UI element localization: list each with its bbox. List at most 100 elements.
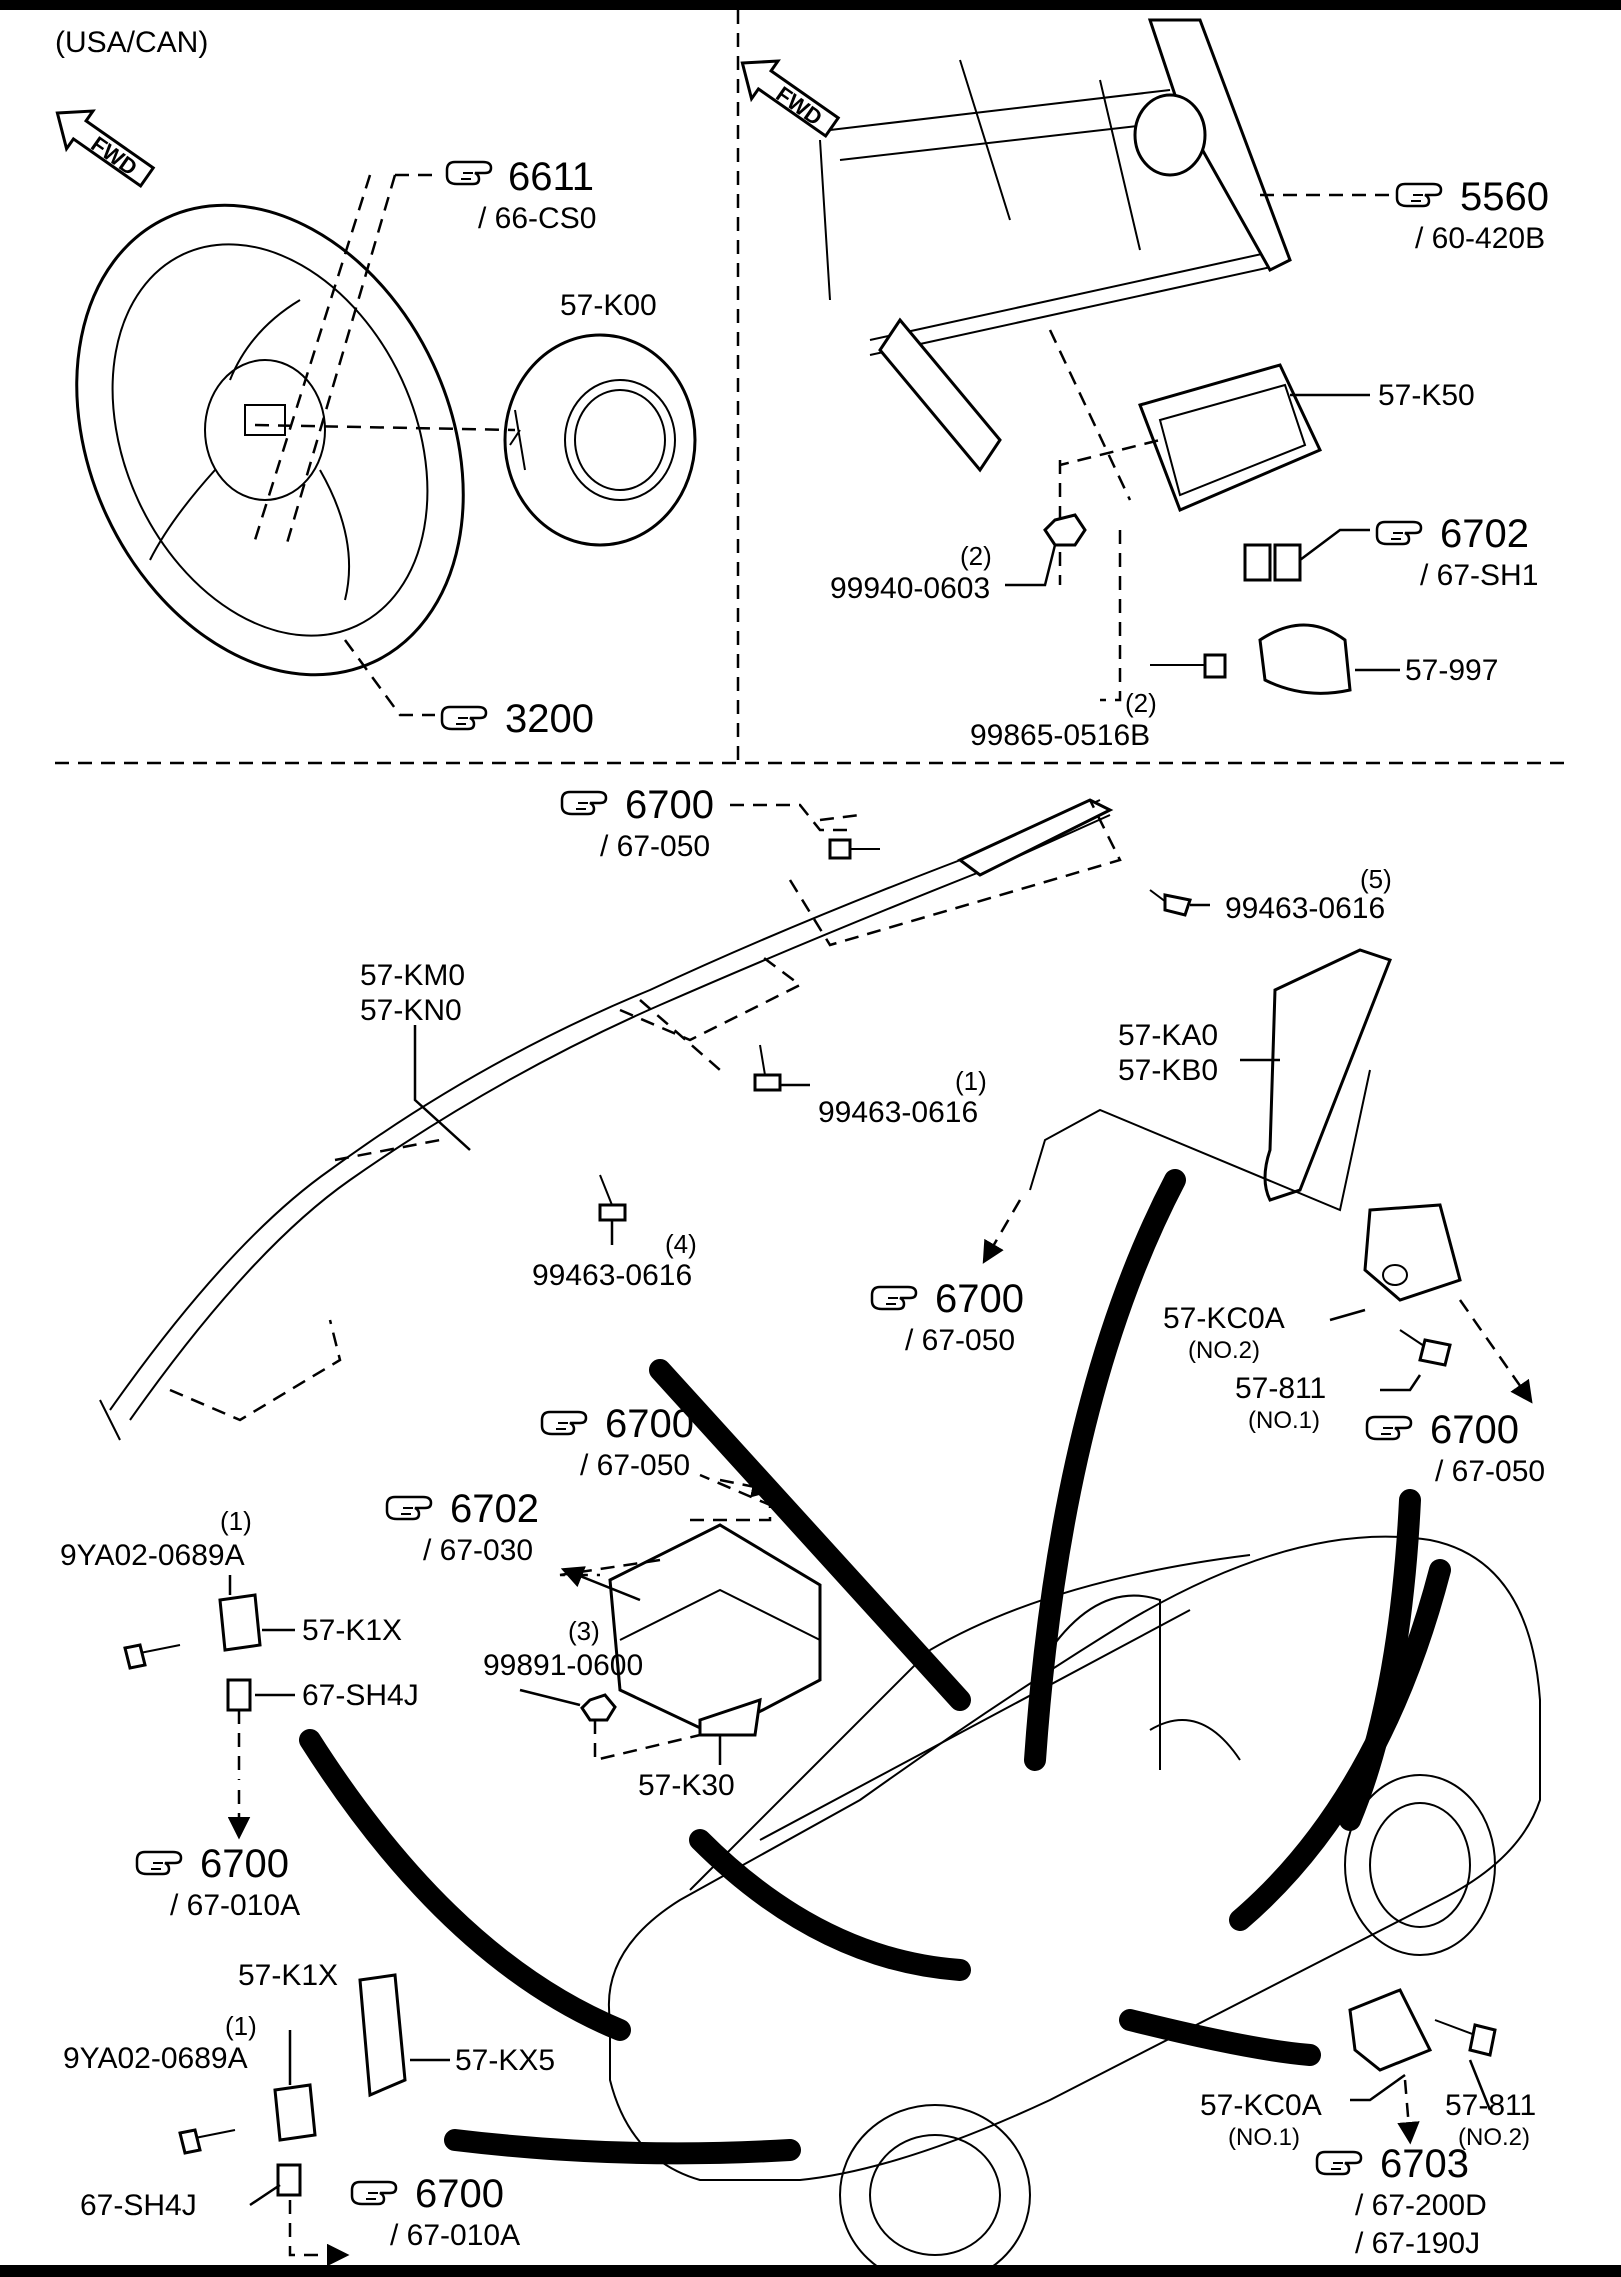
part-57-K30: 57-K30 [638, 1769, 735, 1802]
svg-text:(1): (1) [225, 2011, 257, 2041]
part-57-KA0: 57-KA0 57-KB0 [1118, 1019, 1218, 1087]
svg-text:3200: 3200 [505, 697, 594, 741]
part-57-KC0A-no1: 57-KC0A (NO.1) [1200, 2089, 1322, 2151]
svg-text:57-KB0: 57-KB0 [1118, 1054, 1218, 1087]
svg-text:57-811: 57-811 [1235, 1372, 1326, 1405]
leader-line [1299, 528, 1370, 561]
svg-text:(1): (1) [955, 1066, 987, 1096]
leader-line [1329, 1308, 1366, 1322]
svg-text:6700: 6700 [605, 1402, 694, 1446]
leader-line [169, 799, 1122, 1422]
leader-line [560, 1566, 641, 1602]
svg-text:6702: 6702 [1440, 512, 1529, 556]
part-67-SH4J-lower: 67-SH4J [80, 2189, 197, 2222]
svg-text:(2): (2) [1125, 688, 1157, 718]
ref-5560: 5560 / 60-420B [1395, 175, 1549, 255]
ref-6700-side: 6700 / 67-050 [870, 1277, 1024, 1357]
bolt-icon [1399, 1329, 1452, 1367]
pointing-hand-icon [870, 1285, 918, 1311]
svg-text:6703: 6703 [1380, 2142, 1469, 2186]
svg-text:57-KA0: 57-KA0 [1118, 1019, 1218, 1052]
bolt-icon [1150, 653, 1227, 679]
curtain-airbag [99, 798, 1114, 1441]
pointing-hand-icon [1395, 182, 1443, 208]
svg-text:6700: 6700 [1430, 1408, 1519, 1452]
part-57-KC0A-no2: 57-KC0A (NO.2) [1163, 1302, 1285, 1364]
svg-text:/ 60-420B: / 60-420B [1415, 222, 1545, 255]
leader-line [249, 2030, 450, 2207]
leader-line [593, 1720, 701, 1762]
pointing-hand-icon [445, 160, 493, 186]
callout-band [444, 2129, 801, 2165]
pointing-hand-icon [560, 790, 608, 816]
leader-line [413, 1025, 471, 1151]
part-99865-0516B: (2) 99865-0516B [970, 688, 1157, 752]
bracket-icon [1258, 623, 1352, 695]
svg-text:/ 67-050: / 67-050 [600, 830, 710, 863]
part-67-SH4J-upper: 67-SH4J [302, 1679, 419, 1712]
leader-line [1005, 544, 1057, 587]
bolt-icon [598, 1174, 627, 1222]
svg-text:/ 67-050: / 67-050 [580, 1449, 690, 1482]
leader-line [1048, 329, 1161, 702]
leader-line [719, 1475, 775, 1498]
part-99891-0600: (3) 99891-0600 [483, 1616, 643, 1682]
pointing-hand-icon [440, 705, 488, 731]
svg-text:(1): (1) [220, 1506, 252, 1536]
pointing-hand-icon [540, 1410, 588, 1436]
svg-text:/ 67-190J: / 67-190J [1355, 2227, 1480, 2260]
front-sensor-lower [178, 1973, 407, 2197]
svg-text:9YA02-0689A: 9YA02-0689A [63, 2042, 248, 2075]
pointing-hand-icon [1365, 1415, 1413, 1441]
sas-control-module [608, 1523, 822, 1737]
fwd-arrow-icon: FWD [740, 59, 841, 139]
nut-icon [1043, 513, 1087, 547]
svg-text:99463-0616: 99463-0616 [532, 1259, 692, 1292]
svg-text:(5): (5) [1360, 864, 1392, 894]
svg-text:57-KN0: 57-KN0 [360, 994, 462, 1027]
svg-text:57-KM0: 57-KM0 [360, 959, 465, 992]
leader-line [343, 639, 435, 717]
ref-6611: 6611 / 66-CS0 [445, 155, 596, 235]
leader-line [288, 2200, 350, 2267]
svg-text:/ 67-030: / 67-030 [423, 1534, 533, 1567]
fwd-arrow-icon: FWD [55, 109, 156, 189]
part-99463-0616-qty5: (5) 99463-0616 [1225, 864, 1392, 925]
part-57-K1X-lower: 57-K1X [238, 1959, 338, 1992]
front-sensor-upper [123, 1593, 262, 1780]
leader-line [1380, 1374, 1422, 1392]
svg-text:99463-0616: 99463-0616 [818, 1096, 978, 1129]
svg-text:6700: 6700 [935, 1277, 1024, 1321]
leader-line [730, 803, 850, 832]
svg-text:/ 67-050: / 67-050 [905, 1324, 1015, 1357]
connector-icon [1243, 543, 1302, 582]
svg-text:57-KC0A: 57-KC0A [1163, 1302, 1285, 1335]
leader-line [254, 423, 516, 432]
part-99463-0616-qty4: (4) 99463-0616 [532, 1229, 697, 1292]
ref-3200: 3200 [440, 697, 594, 741]
svg-text:(3): (3) [568, 1616, 600, 1646]
ref-6700-upper-sensor: 6700 / 67-010A [135, 1842, 300, 1922]
impact-sensor-no2 [1363, 1203, 1462, 1302]
ref-6703: 6703 / 67-200D / 67-190J [1315, 2142, 1487, 2260]
ref-6702-sas: 6702 / 67-030 [385, 1487, 539, 1567]
impact-sensor-no1 [1348, 1988, 1497, 2072]
instrument-panel-frame [819, 18, 1292, 473]
part-57-KM0: 57-KM0 57-KN0 [360, 959, 465, 1027]
svg-text:/ 67-SH1: / 67-SH1 [1420, 559, 1538, 592]
pointing-hand-icon [350, 2180, 398, 2206]
ref-6700-lower-sensor: 6700 / 67-010A [350, 2172, 520, 2252]
pointing-hand-icon [135, 1850, 183, 1876]
pointing-hand-icon [1315, 2150, 1363, 2176]
svg-text:6700: 6700 [200, 1842, 289, 1886]
svg-text:9YA02-0689A: 9YA02-0689A [60, 1539, 245, 1572]
driver-airbag-module [503, 333, 697, 547]
ref-6702-sh1: 6702 / 67-SH1 [1375, 512, 1538, 592]
leader-line [559, 1473, 772, 1577]
part-57-K00: 57-K00 [560, 289, 657, 322]
svg-text:/ 67-010A: / 67-010A [390, 2219, 520, 2252]
leader-line [253, 173, 440, 551]
part-57-K1X-upper: 57-K1X [302, 1614, 402, 1647]
part-9YA02-0689A-lower: (1) 9YA02-0689A [63, 2011, 257, 2075]
